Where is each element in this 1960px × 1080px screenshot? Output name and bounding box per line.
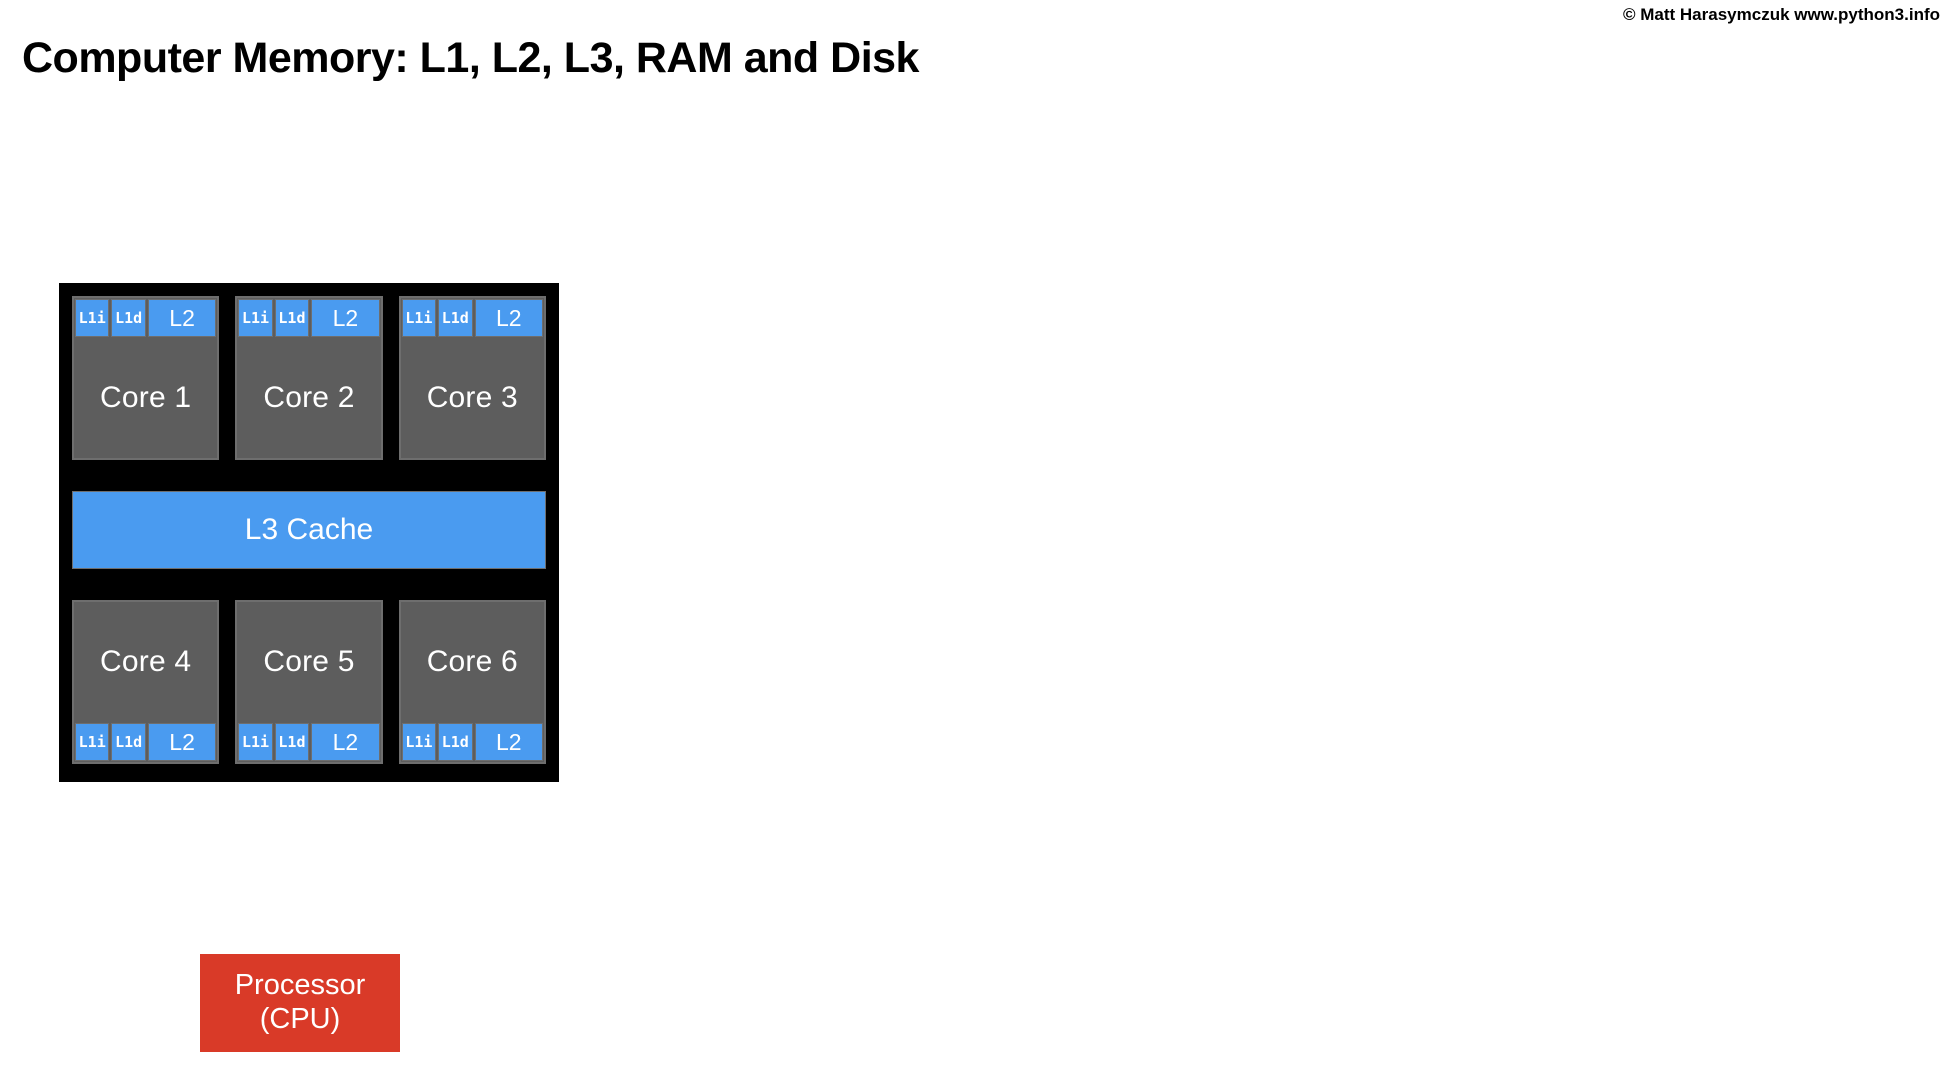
cache-strip-core-3: L1i L1d L2 [401, 298, 544, 338]
top-core-row: L1i L1d L2 Core 1 L1i L1d L2 Core 2 L1i … [72, 296, 546, 460]
l2-cache-core-5: L2 [311, 723, 380, 761]
l2-cache-core-4: L2 [147, 723, 217, 761]
core-block-6: L1i L1d L2 Core 6 [398, 600, 546, 764]
processor-label-line2: (CPU) [259, 1003, 341, 1035]
l1d-cache-core-3: L1d [438, 299, 473, 337]
core-label-2: Core 2 [263, 381, 355, 414]
gap-below-l3 [72, 569, 546, 600]
l1d-cache-core-2: L1d [274, 299, 310, 337]
l1i-cache-core-6: L1i [401, 723, 437, 761]
l2-cache-core-2: L2 [311, 299, 380, 337]
l1i-cache-core-3: L1i [401, 299, 437, 337]
core-block-5: L1i L1d L2 Core 5 [235, 600, 383, 764]
core-block-3: L1i L1d L2 Core 3 [398, 296, 546, 460]
core-label-5: Core 5 [263, 645, 355, 678]
l2-cache-core-3: L2 [474, 299, 543, 337]
core-label-3: Core 3 [426, 381, 518, 414]
cache-strip-core-1: L1i L1d L2 [74, 298, 217, 338]
l1d-cache-core-4: L1d [111, 723, 146, 761]
l2-cache-core-6: L2 [474, 723, 543, 761]
cpu-package-diagram: L1i L1d L2 Core 1 L1i L1d L2 Core 2 L1i … [59, 283, 559, 782]
l1i-cache-core-4: L1i [75, 723, 110, 761]
core-label-4: Core 4 [100, 645, 192, 678]
l2-cache-core-1: L2 [147, 299, 217, 337]
l3-cache-block: L3 Cache [72, 491, 546, 569]
l1i-cache-core-5: L1i [238, 723, 273, 761]
cache-strip-core-2: L1i L1d L2 [237, 298, 380, 338]
cache-strip-core-4: L1i L1d L2 [74, 722, 217, 762]
page-title: Computer Memory: L1, L2, L3, RAM and Dis… [22, 33, 919, 82]
gap-above-l3 [72, 460, 546, 491]
l1i-cache-core-1: L1i [75, 299, 110, 337]
cache-strip-core-6: L1i L1d L2 [401, 722, 544, 762]
l1d-cache-core-1: L1d [111, 299, 146, 337]
core-label-6: Core 6 [426, 645, 518, 678]
l1i-cache-core-2: L1i [238, 299, 273, 337]
processor-cpu-box: Processor (CPU) [200, 954, 400, 1052]
l1d-cache-core-6: L1d [438, 723, 473, 761]
processor-label-line1: Processor [234, 969, 366, 1002]
cache-strip-core-5: L1i L1d L2 [237, 722, 380, 762]
l1d-cache-core-5: L1d [274, 723, 310, 761]
core-block-1: L1i L1d L2 Core 1 [72, 296, 220, 460]
core-block-2: L1i L1d L2 Core 2 [235, 296, 383, 460]
core-label-1: Core 1 [100, 381, 192, 414]
core-block-4: L1i L1d L2 Core 4 [72, 600, 220, 764]
bottom-core-row: L1i L1d L2 Core 4 L1i L1d L2 Core 5 L1i … [72, 600, 546, 764]
copyright-notice: © Matt Harasymczuk www.python3.info [1623, 5, 1940, 24]
